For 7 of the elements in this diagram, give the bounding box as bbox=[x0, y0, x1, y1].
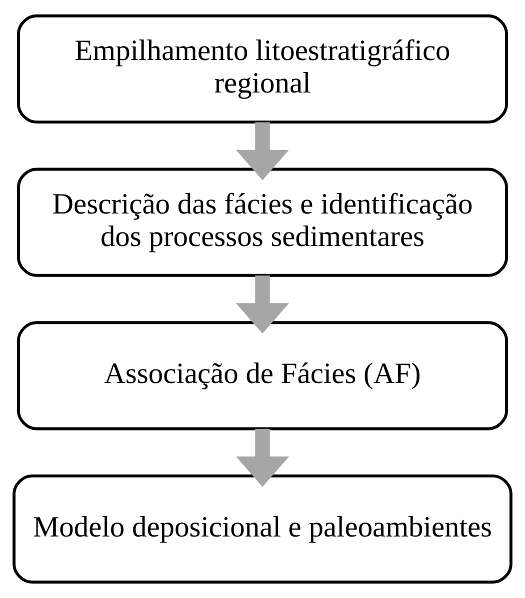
arrow bbox=[236, 428, 290, 487]
node-box: Modelo deposicional e paleoambientes bbox=[12, 474, 512, 584]
node-box: Empilhamento litoestratigráfico regional bbox=[17, 14, 508, 124]
node-box: Associação de Fácies (AF) bbox=[17, 321, 508, 430]
arrow bbox=[236, 276, 290, 334]
node-box: Descrição das fácies e identificação dos processos sedimentares bbox=[17, 168, 508, 277]
arrow bbox=[236, 122, 290, 180]
